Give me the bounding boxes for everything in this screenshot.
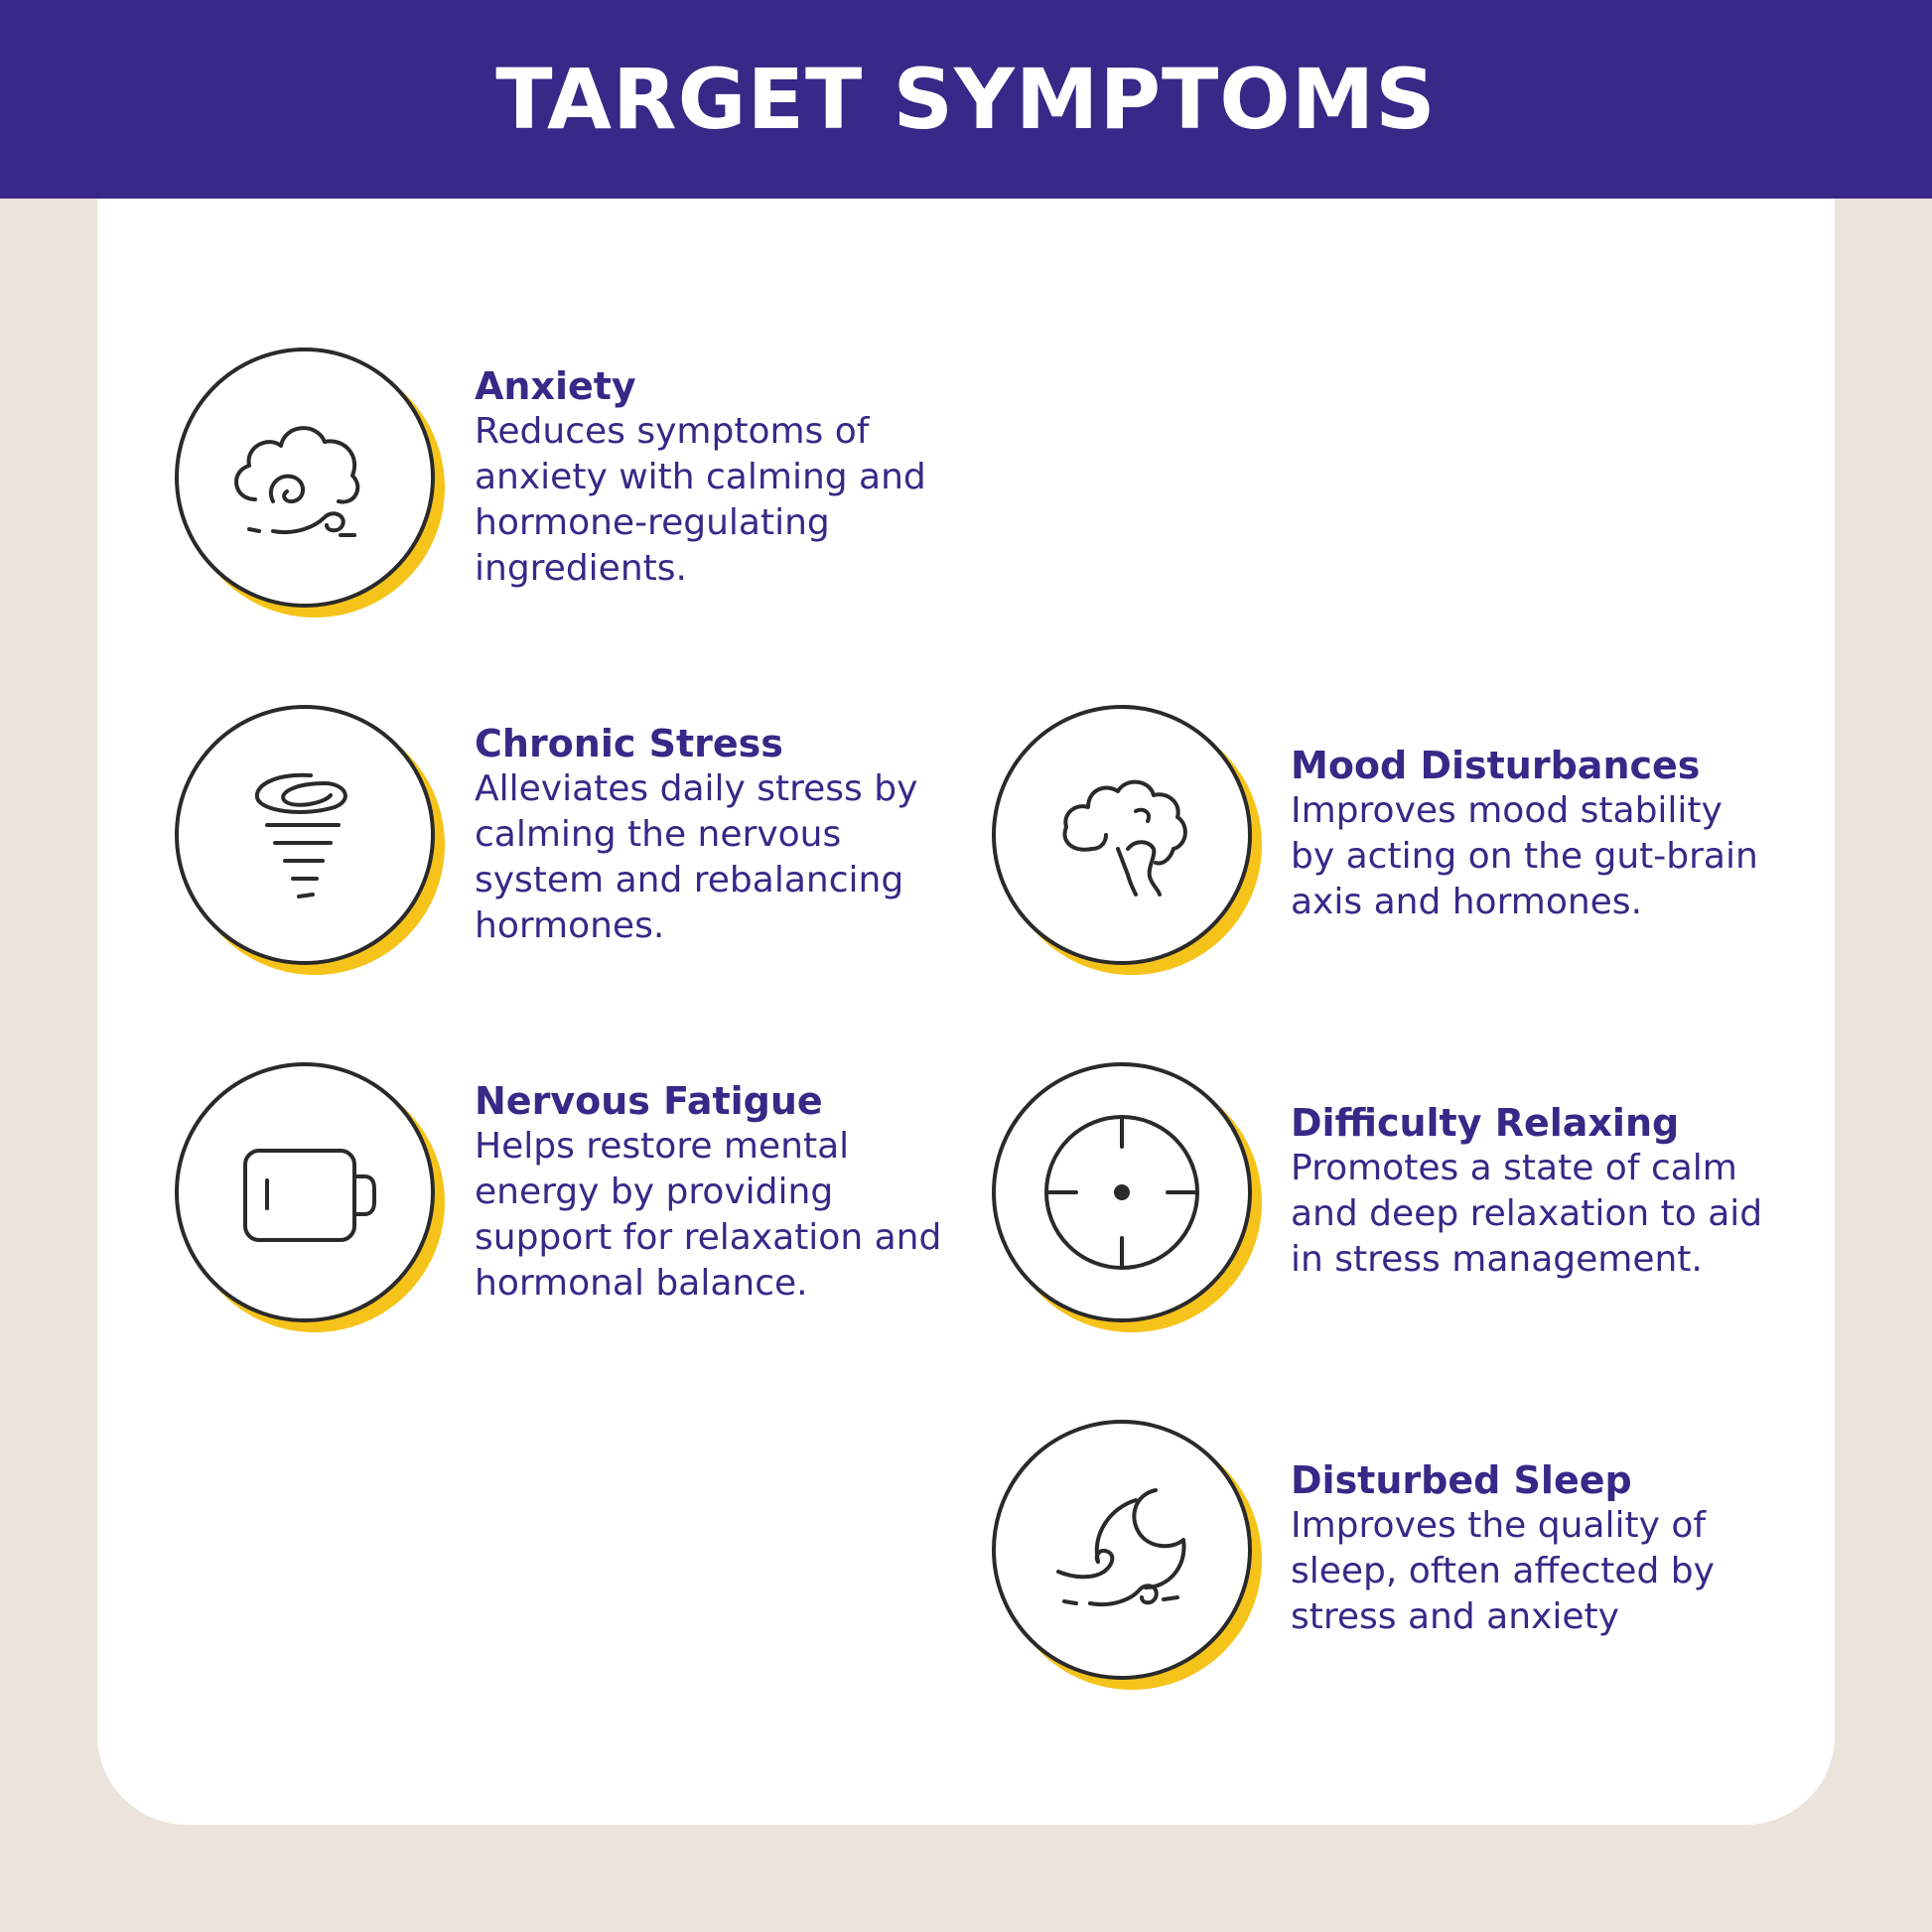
symptom-text: Nervous Fatigue Helps restore mental ene… <box>475 1078 951 1307</box>
symptom-title: Anxiety <box>475 364 636 408</box>
symptom-description: Alleviates daily stress by calming the n… <box>475 768 918 946</box>
icon-badge <box>175 1062 445 1332</box>
brain-icon <box>1062 779 1187 897</box>
tornado-icon <box>254 772 347 898</box>
page-title: TARGET SYMPTOMS <box>495 51 1437 148</box>
badge-circle <box>175 705 435 965</box>
symptom-text: Difficulty Relaxing Promotes a state of … <box>1291 1100 1767 1283</box>
target-crosshair-icon <box>1044 1115 1199 1270</box>
symptom-description: Improves the quality of sleep, often aff… <box>1291 1505 1715 1637</box>
symptom-text: Anxiety Reduces symptoms of anxiety with… <box>475 363 951 592</box>
symptom-title: Nervous Fatigue <box>475 1079 823 1123</box>
symptom-description: Promotes a state of calm and deep relaxa… <box>1291 1148 1763 1280</box>
icon-badge <box>992 1062 1262 1332</box>
symptom-description: Helps restore mental energy by providing… <box>475 1126 942 1304</box>
anxiety-cloud-wind-icon <box>234 426 360 537</box>
symptom-title: Mood Disturbances <box>1291 744 1701 787</box>
icon-badge <box>175 705 445 975</box>
badge-circle <box>175 347 435 608</box>
symptom-text: Chronic Stress Alleviates daily stress b… <box>475 721 951 949</box>
badge-circle <box>992 1062 1252 1322</box>
badge-circle <box>992 1420 1252 1680</box>
symptom-title: Chronic Stress <box>475 722 783 765</box>
header-banner: TARGET SYMPTOMS <box>0 0 1932 199</box>
symptom-text: Mood Disturbances Improves mood stabilit… <box>1291 743 1767 925</box>
symptom-description: Reduces symptoms of anxiety with calming… <box>475 411 926 589</box>
symptom-description: Improves mood stability by acting on the… <box>1291 790 1758 922</box>
symptom-title: Disturbed Sleep <box>1291 1458 1632 1502</box>
symptom-title: Difficulty Relaxing <box>1291 1101 1680 1145</box>
moon-wind-icon <box>1056 1488 1186 1606</box>
icon-badge <box>992 705 1262 975</box>
low-battery-icon <box>243 1149 376 1242</box>
badge-circle <box>992 705 1252 965</box>
icon-badge <box>992 1420 1262 1690</box>
badge-circle <box>175 1062 435 1322</box>
icon-badge <box>175 347 445 618</box>
symptom-text: Disturbed Sleep Improves the quality of … <box>1291 1457 1767 1640</box>
